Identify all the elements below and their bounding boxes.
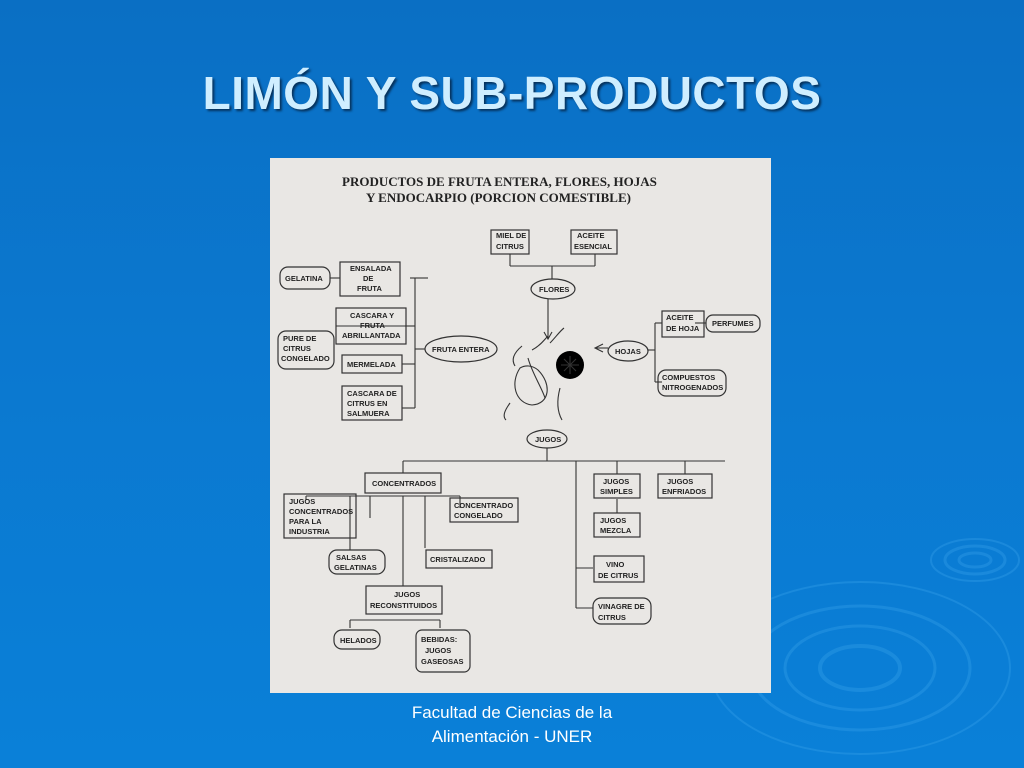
svg-text:VINO: VINO (606, 560, 625, 569)
node-gelatina: GELATINA (279, 266, 331, 290)
svg-text:CASCARA DE: CASCARA DE (347, 389, 397, 398)
node-jugos-enfriados: JUGOS ENFRIADOS (657, 473, 713, 499)
node-fruta-entera: FRUTA ENTERA (424, 335, 498, 363)
svg-text:PERFUMES: PERFUMES (712, 319, 754, 328)
svg-text:SIMPLES: SIMPLES (600, 487, 633, 496)
svg-text:MERMELADA: MERMELADA (347, 360, 396, 369)
node-helados: HELADOS (333, 629, 381, 650)
svg-text:JUGOS: JUGOS (425, 646, 451, 655)
node-hojas: HOJAS (607, 340, 649, 362)
svg-text:ACEITE: ACEITE (577, 231, 605, 240)
node-vino: VINO DE CITRUS (593, 555, 645, 583)
svg-text:JUGOS: JUGOS (667, 477, 693, 486)
svg-text:GELATINA: GELATINA (285, 274, 323, 283)
svg-text:JUGOS: JUGOS (603, 477, 629, 486)
node-ensalada: ENSALADA DE FRUTA (339, 261, 401, 297)
svg-text:FRUTA ENTERA: FRUTA ENTERA (432, 345, 490, 354)
svg-text:JUGOS: JUGOS (289, 497, 315, 506)
svg-text:ESENCIAL: ESENCIAL (574, 242, 612, 251)
node-aceite-hoja: ACEITE DE HOJA (661, 310, 705, 338)
svg-text:ENFRIADOS: ENFRIADOS (662, 487, 706, 496)
svg-text:ACEITE: ACEITE (666, 313, 694, 322)
svg-text:CITRUS: CITRUS (283, 344, 311, 353)
svg-text:SALSAS: SALSAS (336, 553, 366, 562)
connector-lines (305, 254, 725, 628)
node-compuestos: COMPUESTOS NITROGENADOS (657, 369, 727, 397)
footer: Facultad de Ciencias de la Alimentación … (364, 701, 660, 749)
node-vinagre: VINAGRE DE CITRUS (592, 597, 652, 625)
svg-text:CITRUS EN: CITRUS EN (347, 399, 387, 408)
svg-text:CONGELADO: CONGELADO (281, 354, 330, 363)
svg-text:DE HOJA: DE HOJA (666, 324, 700, 333)
diagram-heading-line1: PRODUCTOS DE FRUTA ENTERA, FLORES, HOJAS (342, 174, 657, 189)
node-cristalizado: CRISTALIZADO (425, 549, 493, 569)
node-jugos: JUGOS (526, 429, 568, 449)
lemon-branch-illustration (503, 327, 584, 421)
svg-text:SALMUERA: SALMUERA (347, 409, 390, 418)
svg-text:JUGOS: JUGOS (535, 435, 561, 444)
svg-text:JUGOS: JUGOS (600, 516, 626, 525)
diagram-heading-line2: Y ENDOCARPIO (PORCION COMESTIBLE) (366, 190, 631, 205)
node-perfumes: PERFUMES (705, 314, 761, 333)
svg-text:FRUTA: FRUTA (360, 321, 385, 330)
svg-text:CONGELADO: CONGELADO (454, 511, 503, 520)
svg-text:CONCENTRADOS: CONCENTRADOS (289, 507, 353, 516)
node-jugos-simples: JUGOS SIMPLES (593, 473, 641, 499)
node-jugos-reconstituidos: JUGOS RECONSTITUIDOS (365, 585, 443, 615)
svg-text:DE: DE (363, 274, 373, 283)
diagram-image: PRODUCTOS DE FRUTA ENTERA, FLORES, HOJAS… (270, 158, 771, 693)
flowchart: PRODUCTOS DE FRUTA ENTERA, FLORES, HOJAS… (277, 174, 761, 673)
svg-text:PURE DE: PURE DE (283, 334, 316, 343)
node-cascara-salmuera: CASCARA DE CITRUS EN SALMUERA (341, 385, 403, 421)
node-pure: PURE DE CITRUS CONGELADO (277, 330, 335, 370)
slide-title: LIMÓN Y SUB-PRODUCTOS (202, 67, 822, 119)
svg-text:ENSALADA: ENSALADA (350, 264, 392, 273)
svg-text:CONCENTRADO: CONCENTRADO (454, 501, 513, 510)
footer-line1: Facultad de Ciencias de la (411, 703, 613, 722)
node-mermelada: MERMELADA (341, 354, 403, 374)
footer-line2: Alimentación - UNER (431, 727, 593, 746)
svg-text:HOJAS: HOJAS (615, 347, 641, 356)
svg-text:MIEL DE: MIEL DE (496, 231, 526, 240)
node-salsas: SALSAS GELATINAS (328, 549, 386, 575)
svg-text:ABRILLANTADA: ABRILLANTADA (342, 331, 401, 340)
svg-text:BEBIDAS:: BEBIDAS: (421, 635, 457, 644)
node-cascara-abrillantada: CASCARA Y FRUTA ABRILLANTADA (335, 307, 407, 345)
node-jugos-mezcla: JUGOS MEZCLA (593, 512, 641, 538)
node-aceite-esencial: ACEITE ESENCIAL (570, 229, 618, 255)
svg-text:MEZCLA: MEZCLA (600, 526, 632, 535)
svg-text:HELADOS: HELADOS (340, 636, 377, 645)
svg-text:CASCARA Y: CASCARA Y (350, 311, 394, 320)
svg-text:RECONSTITUIDOS: RECONSTITUIDOS (370, 601, 437, 610)
node-jugos-industria: JUGOS CONCENTRADOS PARA LA INDUSTRIA (283, 493, 357, 539)
svg-text:JUGOS: JUGOS (394, 590, 420, 599)
svg-text:PARA LA: PARA LA (289, 517, 322, 526)
svg-text:CONCENTRADOS: CONCENTRADOS (372, 479, 436, 488)
svg-text:GASEOSAS: GASEOSAS (421, 657, 464, 666)
svg-text:CRISTALIZADO: CRISTALIZADO (430, 555, 485, 564)
svg-text:NITROGENADOS: NITROGENADOS (662, 383, 723, 392)
svg-text:COMPUESTOS: COMPUESTOS (662, 373, 715, 382)
node-concentrados: CONCENTRADOS (364, 472, 442, 494)
svg-text:FLORES: FLORES (539, 285, 569, 294)
node-flores: FLORES (530, 278, 576, 300)
svg-text:CITRUS: CITRUS (496, 242, 524, 251)
svg-text:DE CITRUS: DE CITRUS (598, 571, 638, 580)
node-miel: MIEL DE CITRUS (490, 229, 530, 255)
svg-text:GELATINAS: GELATINAS (334, 563, 377, 572)
svg-text:FRUTA: FRUTA (357, 284, 382, 293)
svg-text:CITRUS: CITRUS (598, 613, 626, 622)
svg-text:VINAGRE DE: VINAGRE DE (598, 602, 645, 611)
svg-text:INDUSTRIA: INDUSTRIA (289, 527, 330, 536)
node-concentrado-congelado: CONCENTRADO CONGELADO (449, 497, 519, 523)
node-bebidas: BEBIDAS: JUGOS GASEOSAS (415, 629, 471, 673)
